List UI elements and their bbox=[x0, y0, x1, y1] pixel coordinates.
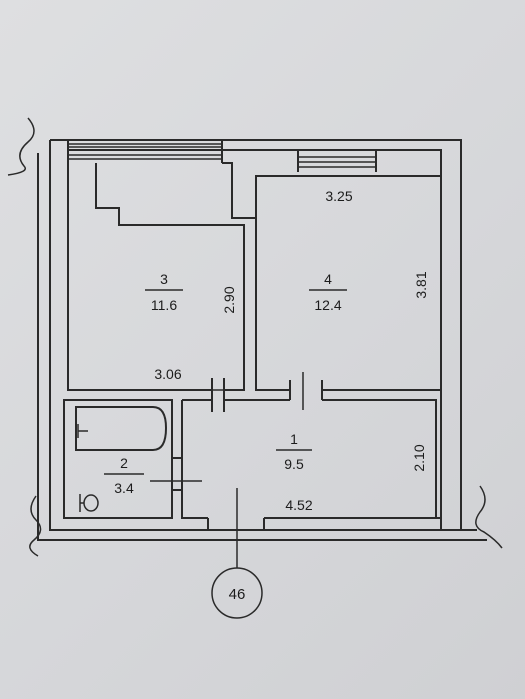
dim-room1-width: 4.52 bbox=[285, 497, 312, 513]
room-2-area: 3.4 bbox=[114, 480, 134, 496]
room-1-label: 1 9.5 bbox=[276, 431, 312, 472]
bathtub-icon bbox=[75, 406, 168, 451]
room-3-outline bbox=[67, 162, 441, 412]
room-4-outline bbox=[255, 218, 441, 400]
axis-marker-label: 46 bbox=[229, 586, 246, 603]
dim-room4-width: 3.25 bbox=[325, 188, 352, 204]
room-4-area: 12.4 bbox=[314, 297, 341, 313]
toilet-icon bbox=[79, 494, 99, 512]
room-1-number: 1 bbox=[290, 431, 298, 447]
room-3-label: 3 11.6 bbox=[145, 271, 183, 313]
outer-walls bbox=[37, 139, 487, 541]
room-3-area: 11.6 bbox=[151, 297, 177, 313]
room-1-area: 9.5 bbox=[284, 456, 304, 472]
dim-room3-length: 2.90 bbox=[221, 286, 237, 313]
dim-room3-width: 3.06 bbox=[154, 366, 181, 382]
room-2-number: 2 bbox=[120, 455, 128, 471]
bathroom bbox=[63, 399, 202, 519]
dim-room1-length: 2.10 bbox=[411, 444, 427, 471]
room-4-label: 4 12.4 bbox=[309, 271, 347, 313]
room-4-number: 4 bbox=[324, 271, 332, 287]
room-2-label: 2 3.4 bbox=[104, 455, 144, 496]
window-room-4 bbox=[297, 150, 377, 172]
room-1-outline bbox=[181, 399, 441, 530]
window-room-3 bbox=[67, 140, 223, 163]
break-symbols bbox=[7, 117, 503, 557]
axis-marker-circle bbox=[211, 567, 263, 619]
dim-room4-length: 3.81 bbox=[413, 271, 429, 298]
room-3-number: 3 bbox=[160, 271, 168, 287]
